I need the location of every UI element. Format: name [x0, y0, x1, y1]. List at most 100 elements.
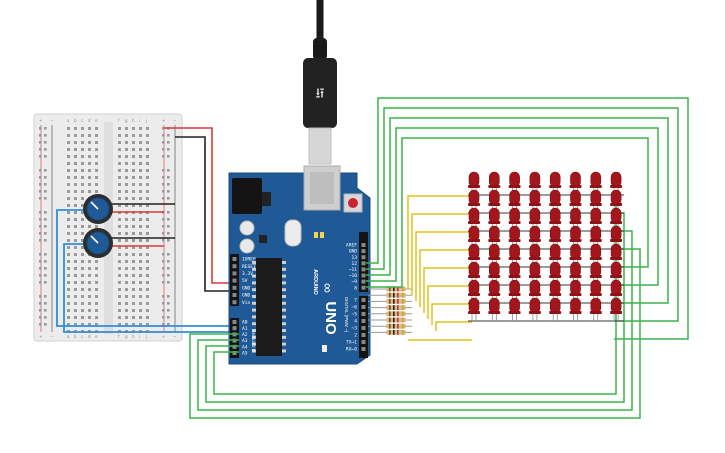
- header-pin[interactable]: [361, 243, 366, 247]
- led[interactable]: [468, 297, 480, 314]
- led[interactable]: [529, 261, 541, 278]
- header-pin[interactable]: [361, 312, 366, 316]
- header-pin[interactable]: [232, 271, 237, 276]
- led[interactable]: [509, 171, 520, 188]
- led[interactable]: [509, 297, 520, 314]
- breadboard-hole: [74, 218, 77, 221]
- led[interactable]: [488, 171, 500, 188]
- pin-label-5v: 5V: [242, 278, 248, 284]
- led[interactable]: [549, 279, 561, 296]
- potentiometer-2[interactable]: [83, 228, 113, 258]
- led[interactable]: [509, 243, 520, 260]
- led[interactable]: [590, 225, 602, 242]
- led[interactable]: [488, 279, 500, 296]
- led[interactable]: [529, 225, 541, 242]
- led[interactable]: [590, 243, 602, 260]
- led[interactable]: [549, 297, 561, 314]
- led[interactable]: [610, 261, 622, 278]
- led[interactable]: [509, 261, 520, 278]
- led[interactable]: [529, 297, 541, 314]
- header-pin[interactable]: [232, 293, 237, 297]
- led[interactable]: [570, 207, 581, 224]
- led[interactable]: [488, 297, 500, 314]
- led[interactable]: [590, 171, 602, 188]
- led[interactable]: [468, 207, 480, 224]
- led[interactable]: [468, 225, 480, 242]
- col-letter-f: f: [118, 118, 120, 123]
- led[interactable]: [570, 243, 581, 260]
- resistor-band: [393, 305, 395, 310]
- led[interactable]: [590, 261, 602, 278]
- header-pin[interactable]: [232, 278, 237, 283]
- led[interactable]: [549, 243, 561, 260]
- header-pin[interactable]: [361, 326, 366, 330]
- led[interactable]: [529, 171, 541, 188]
- led[interactable]: [488, 261, 500, 278]
- led[interactable]: [549, 171, 561, 188]
- led[interactable]: [590, 279, 602, 296]
- led[interactable]: [549, 225, 561, 242]
- led[interactable]: [590, 189, 602, 206]
- header-pin[interactable]: [361, 347, 366, 351]
- header-pin[interactable]: [361, 261, 366, 266]
- header-pin[interactable]: [232, 285, 237, 290]
- led[interactable]: [509, 189, 520, 206]
- led[interactable]: [468, 243, 480, 260]
- led[interactable]: [610, 297, 622, 314]
- led[interactable]: [529, 189, 541, 206]
- header-pin[interactable]: [232, 351, 237, 355]
- reset-button[interactable]: [348, 198, 358, 208]
- led[interactable]: [529, 279, 541, 296]
- header-pin[interactable]: [232, 344, 237, 349]
- led[interactable]: [590, 297, 602, 314]
- led[interactable]: [468, 189, 480, 206]
- header-pin[interactable]: [361, 267, 366, 272]
- led[interactable]: [468, 279, 480, 296]
- led[interactable]: [590, 207, 602, 224]
- header-pin[interactable]: [361, 305, 366, 309]
- led[interactable]: [570, 171, 581, 188]
- led[interactable]: [509, 225, 520, 242]
- header-pin[interactable]: [361, 249, 366, 254]
- led[interactable]: [610, 171, 622, 188]
- led[interactable]: [488, 189, 500, 206]
- header-pin[interactable]: [361, 333, 366, 337]
- led[interactable]: [509, 207, 520, 224]
- led[interactable]: [610, 279, 622, 296]
- header-pin[interactable]: [232, 257, 237, 261]
- header-pin[interactable]: [361, 255, 366, 260]
- led[interactable]: [570, 189, 581, 206]
- led[interactable]: [509, 279, 520, 296]
- led[interactable]: [610, 207, 622, 224]
- breadboard-hole: [146, 323, 149, 326]
- led[interactable]: [570, 225, 581, 242]
- led[interactable]: [549, 261, 561, 278]
- led[interactable]: [468, 171, 480, 188]
- resistor-band: [397, 292, 399, 298]
- header-pin[interactable]: [232, 320, 237, 324]
- header-pin[interactable]: [361, 340, 366, 344]
- led[interactable]: [610, 243, 622, 260]
- led[interactable]: [488, 207, 500, 224]
- header-pin[interactable]: [232, 300, 237, 305]
- header-pin[interactable]: [361, 298, 366, 302]
- header-pin[interactable]: [232, 264, 237, 269]
- led[interactable]: [570, 297, 581, 314]
- led[interactable]: [610, 189, 622, 206]
- header-pin[interactable]: [361, 285, 366, 290]
- led[interactable]: [570, 279, 581, 296]
- led[interactable]: [549, 189, 561, 206]
- led[interactable]: [549, 207, 561, 224]
- header-pin[interactable]: [361, 279, 366, 284]
- led[interactable]: [610, 225, 622, 242]
- led[interactable]: [488, 225, 500, 242]
- led[interactable]: [468, 261, 480, 278]
- potentiometer-1[interactable]: [83, 194, 113, 224]
- led[interactable]: [529, 243, 541, 260]
- header-pin[interactable]: [361, 319, 366, 323]
- header-pin[interactable]: [361, 273, 366, 278]
- led[interactable]: [570, 261, 581, 278]
- led[interactable]: [529, 207, 541, 224]
- header-pin[interactable]: [232, 326, 237, 331]
- led[interactable]: [488, 243, 500, 260]
